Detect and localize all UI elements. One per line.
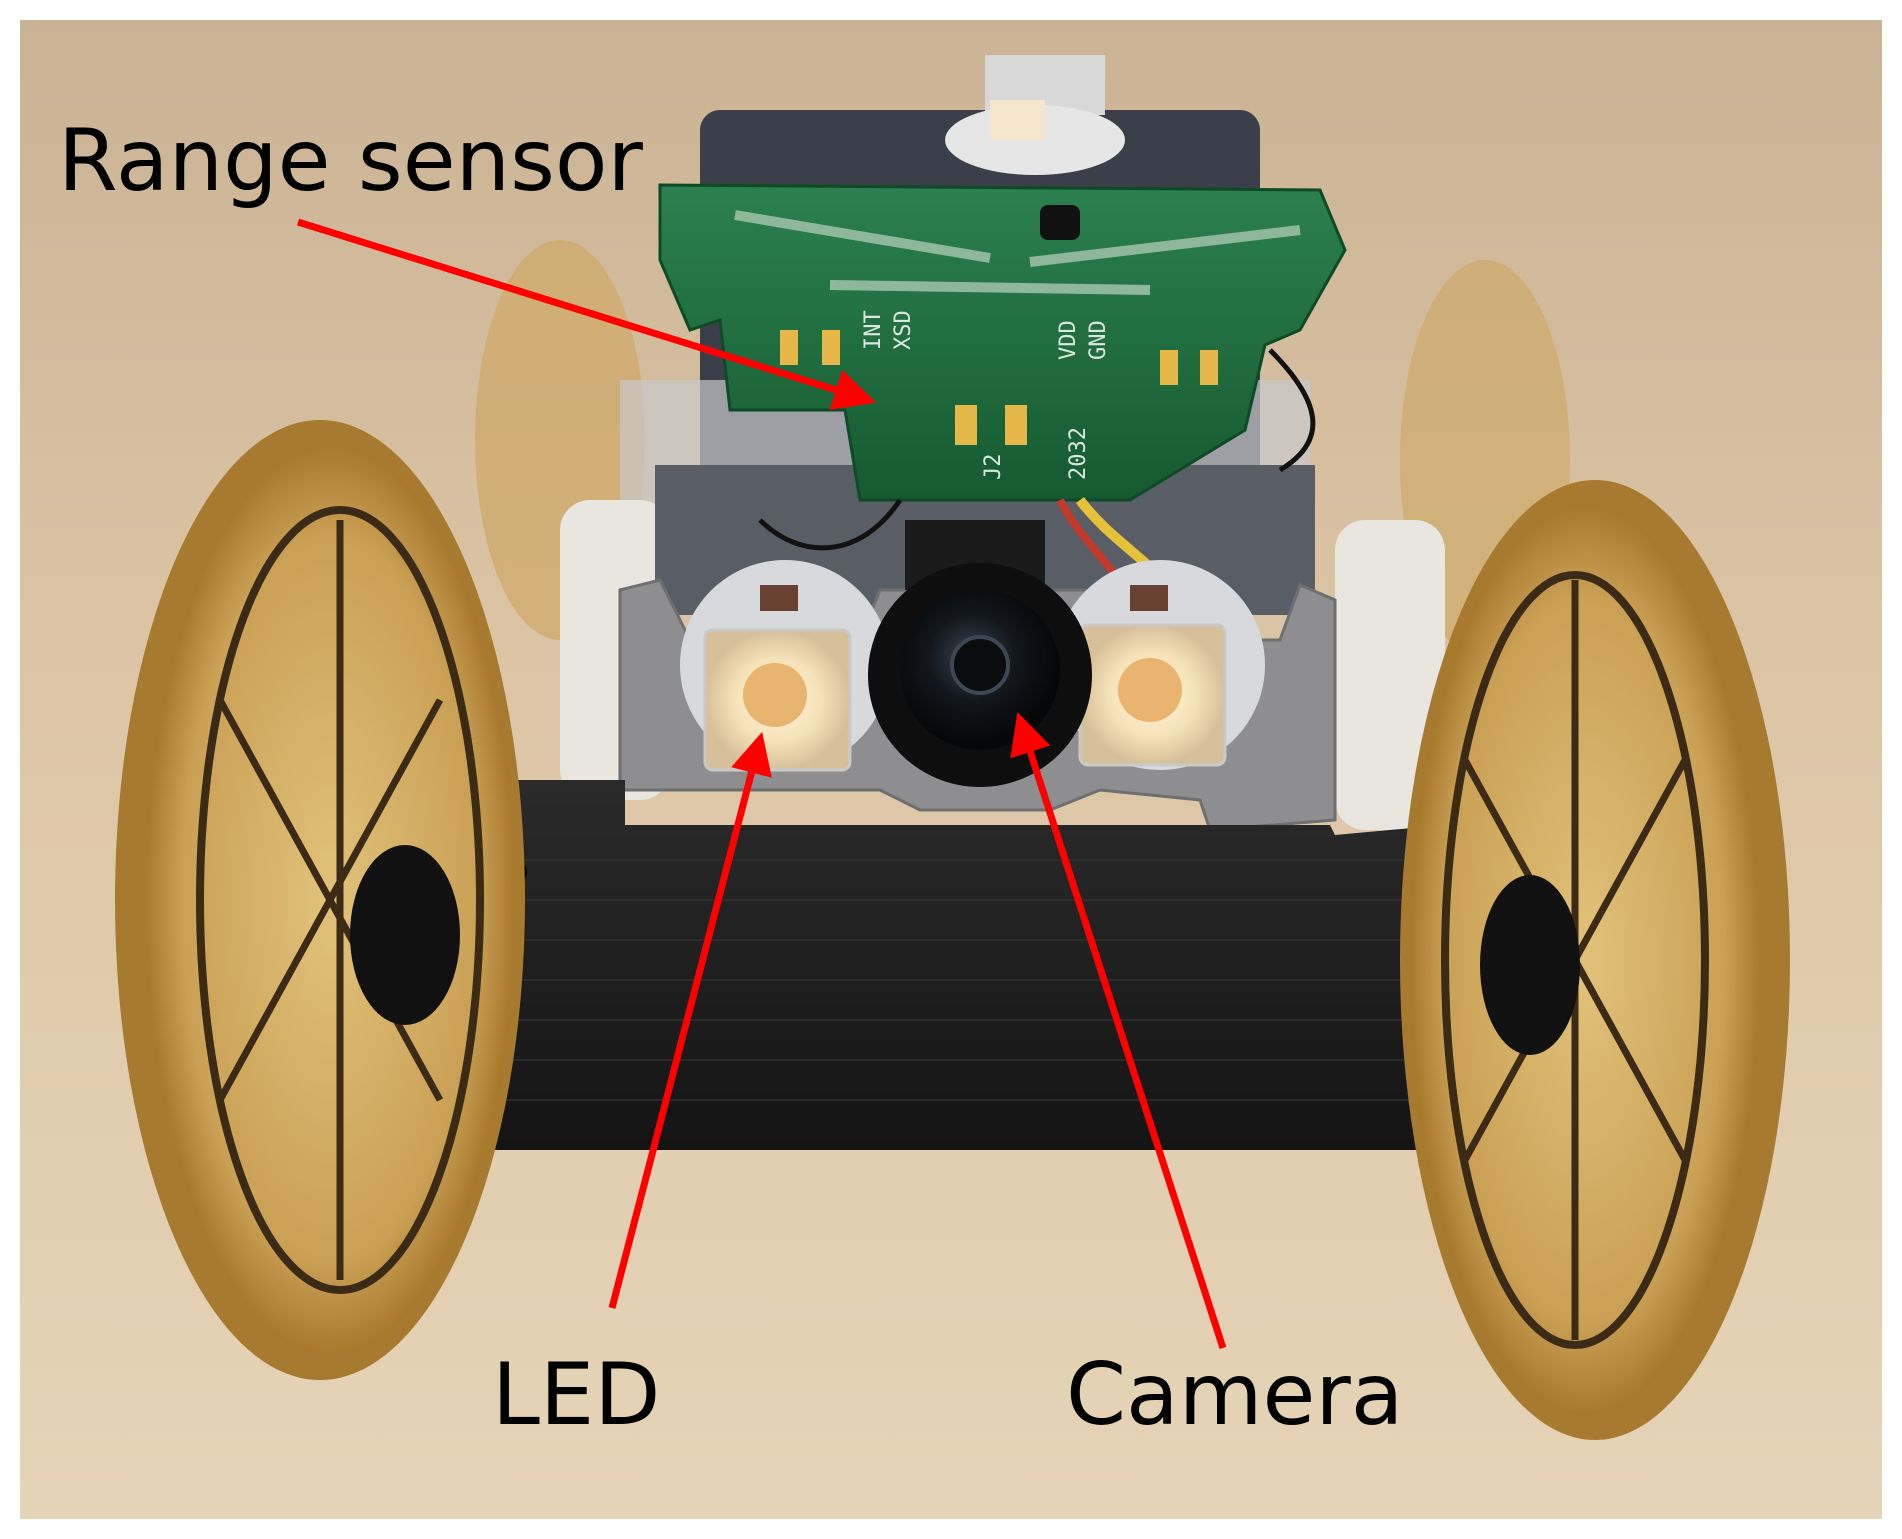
range-sensor-label: Range sensor [58, 111, 643, 211]
svg-text:VDD: VDD [1056, 320, 1081, 360]
svg-text:GND: GND [1086, 320, 1111, 360]
right-inner-gear [1335, 520, 1445, 830]
led-label: LED [492, 1345, 661, 1445]
svg-text:XSD: XSD [891, 310, 916, 350]
led-arrow [608, 731, 772, 1309]
chassis-front [450, 780, 1500, 1150]
camera-label: Camera [1066, 1345, 1404, 1445]
camera-arrow [1010, 712, 1227, 1350]
front-left-wheel [115, 420, 525, 1380]
svg-text:J2: J2 [981, 454, 1006, 481]
svg-text:INT: INT [861, 310, 886, 350]
range-sensor-arrow [296, 218, 877, 411]
range-sensor-pcb [658, 183, 1347, 502]
front-right-wheel [1400, 480, 1790, 1440]
svg-text:2032: 2032 [1066, 427, 1091, 480]
